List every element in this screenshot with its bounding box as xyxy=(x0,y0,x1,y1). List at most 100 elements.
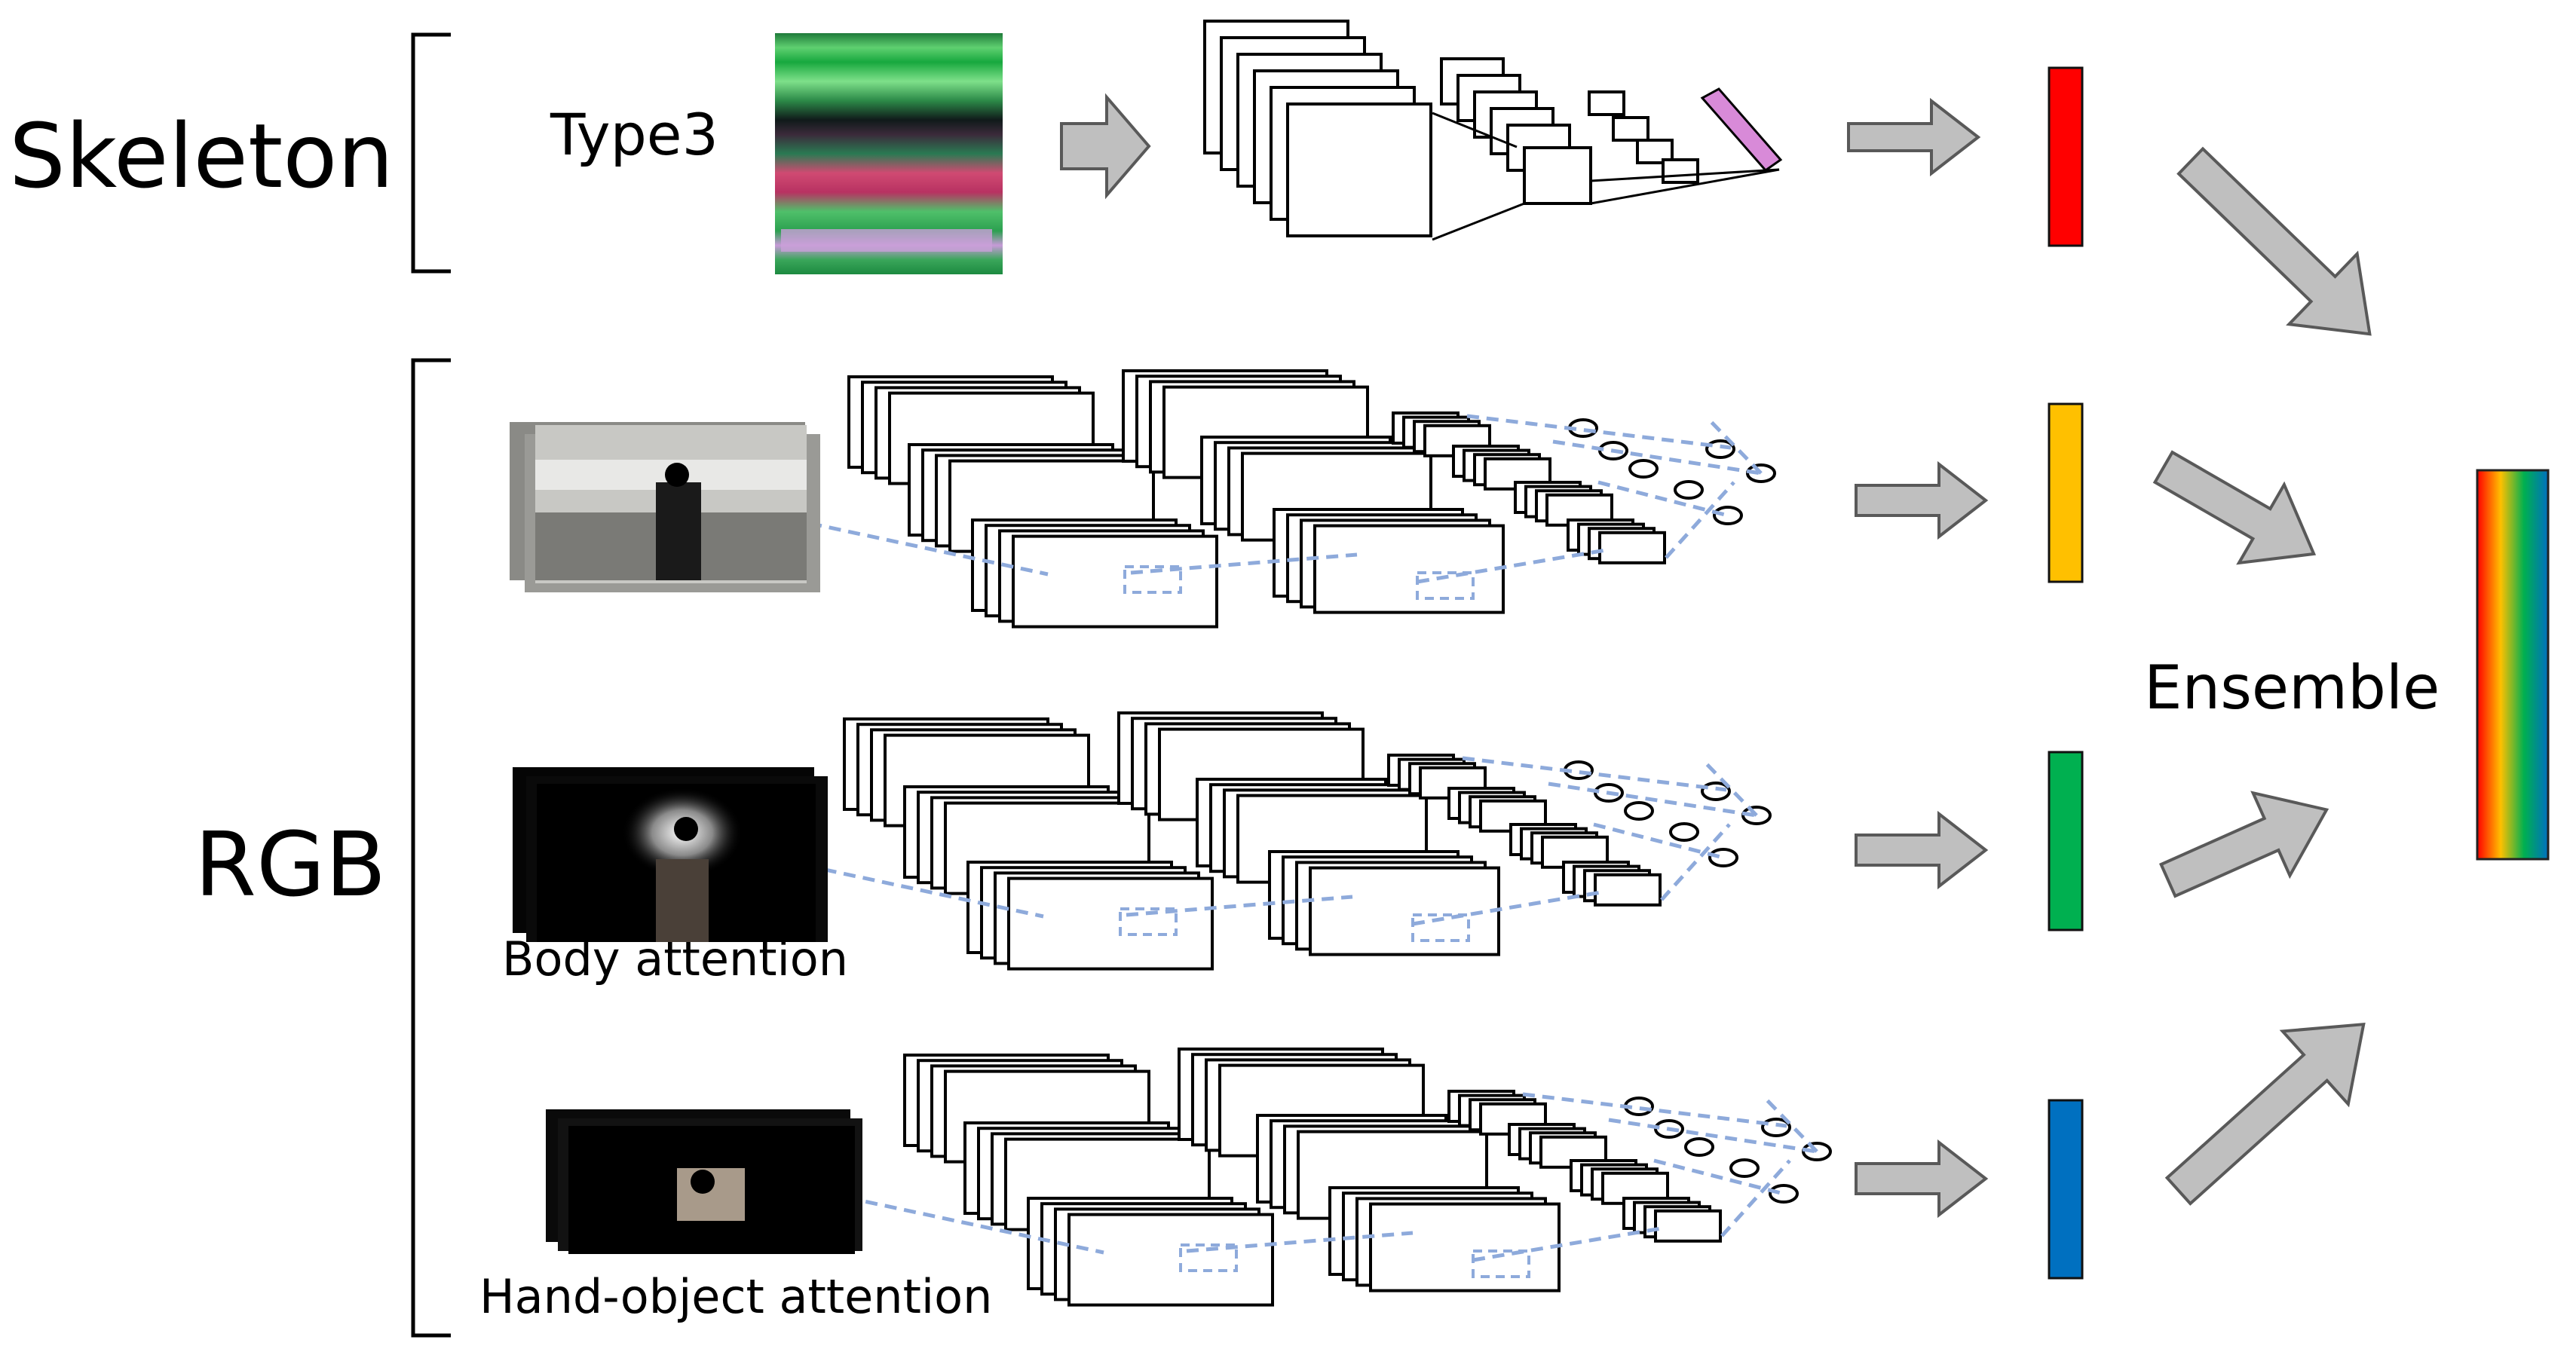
conv-block xyxy=(1594,873,1662,907)
arrow xyxy=(2176,146,2372,336)
arrow-shape xyxy=(2164,1022,2366,1206)
arrow-shape xyxy=(2159,791,2329,898)
neuron xyxy=(1713,506,1743,525)
conv-block xyxy=(1067,1213,1274,1307)
arrow-shape xyxy=(1855,460,1989,540)
arrow-shape xyxy=(1855,810,1989,890)
arrow xyxy=(1855,460,1989,540)
rgb-cnn xyxy=(613,711,1772,971)
skeleton-cnn xyxy=(1203,20,1783,241)
neuron xyxy=(1769,1184,1799,1204)
conv-block xyxy=(1012,534,1218,629)
neuron xyxy=(1669,822,1699,842)
rgb-cnn xyxy=(673,1048,1832,1307)
dashed-link xyxy=(1462,756,1727,792)
neuron xyxy=(1729,1158,1760,1178)
dashed-link xyxy=(1412,890,1602,926)
flow-arrows xyxy=(1060,93,2372,1219)
dashed-link xyxy=(1653,1158,1784,1196)
rgb-body-output-bar xyxy=(2048,751,2084,931)
ensemble-label: Ensemble xyxy=(2144,653,2440,723)
body-attention-label: Body attention xyxy=(502,931,848,986)
rgb-bracket xyxy=(411,358,451,1338)
skeleton-bracket xyxy=(411,32,451,274)
connector-line xyxy=(1432,202,1525,241)
type3-label: Type3 xyxy=(550,101,718,168)
branch-outputs xyxy=(2048,66,2084,1280)
neuron xyxy=(1708,848,1738,867)
dashed-link xyxy=(1179,1243,1238,1272)
rgb-full-output-bar xyxy=(2048,402,2084,583)
arrow xyxy=(2159,791,2329,898)
dashed-link xyxy=(1466,414,1732,450)
rgb-label: RGB xyxy=(195,812,386,916)
dashed-link xyxy=(1472,1226,1662,1262)
neuron xyxy=(1628,459,1659,479)
dashed-link xyxy=(1417,548,1607,584)
ensemble-output-bar xyxy=(2476,469,2550,861)
conv-block xyxy=(1612,116,1649,142)
neuron xyxy=(1624,801,1654,821)
fc-layer xyxy=(1700,87,1783,173)
skeleton-image-band xyxy=(781,229,992,252)
rgb-cnn xyxy=(617,369,1776,629)
dashed-link xyxy=(613,822,1044,919)
dashed-link xyxy=(1548,782,1757,818)
skeleton-output-bar xyxy=(2048,66,2084,247)
dashed-link xyxy=(1123,565,1182,594)
dashed-link xyxy=(673,1158,1104,1255)
dashed-link xyxy=(1411,913,1470,942)
rgb-cnn-rows xyxy=(613,369,1832,1307)
arrow xyxy=(1060,93,1151,200)
dashed-link xyxy=(1665,481,1735,559)
rgb-hand-output-bar xyxy=(2048,1099,2084,1280)
dashed-link xyxy=(1552,439,1762,476)
skeleton-label: Skeleton xyxy=(9,104,394,208)
rgb-full-frames xyxy=(510,422,820,592)
dashed-link xyxy=(617,480,1049,577)
neuron xyxy=(1761,1118,1791,1137)
dashed-link xyxy=(1608,1118,1818,1154)
conv-block xyxy=(1662,158,1699,184)
dashed-link xyxy=(1660,823,1731,901)
dashed-link xyxy=(1710,421,1763,475)
dashed-link xyxy=(1119,907,1178,936)
arrow xyxy=(1855,810,1989,890)
conv-block xyxy=(1286,102,1432,237)
dashed-link xyxy=(1597,480,1729,518)
arrow-shape xyxy=(1060,93,1151,200)
conv-block xyxy=(1523,146,1592,205)
arrow-shape xyxy=(1855,1139,1989,1219)
conv-block xyxy=(1598,531,1666,564)
hand-object-attention-label: Hand-object attention xyxy=(479,1269,992,1324)
neuron xyxy=(1705,439,1735,459)
arrow-shape xyxy=(1847,97,1981,177)
conv-block xyxy=(1313,524,1505,614)
connector-line xyxy=(1432,112,1518,148)
conv-block xyxy=(1369,1202,1561,1292)
conv-block xyxy=(1309,866,1500,956)
dashed-link xyxy=(1472,1250,1530,1278)
dashed-link xyxy=(1593,822,1724,860)
dashed-link xyxy=(1522,1092,1787,1128)
conv-block xyxy=(1654,1209,1722,1243)
conv-block xyxy=(1588,90,1625,116)
arrow-shape xyxy=(2152,450,2317,565)
neuron xyxy=(1674,480,1704,500)
hand-object-attention-frames xyxy=(546,1109,862,1254)
connector-line xyxy=(1590,168,1780,205)
arrow xyxy=(2164,1022,2366,1206)
connector-line xyxy=(1590,168,1780,182)
dashed-link xyxy=(1416,571,1475,600)
conv-block xyxy=(1007,876,1214,971)
arrow xyxy=(2152,450,2317,565)
body-attention-frames xyxy=(513,767,828,942)
arrow xyxy=(1855,1139,1989,1219)
neuron xyxy=(1684,1137,1714,1157)
arrow xyxy=(1847,97,1981,177)
dashed-link xyxy=(1720,1159,1791,1237)
neuron xyxy=(1701,782,1731,801)
arrow-shape xyxy=(2176,146,2372,336)
dashed-link xyxy=(1705,763,1758,817)
